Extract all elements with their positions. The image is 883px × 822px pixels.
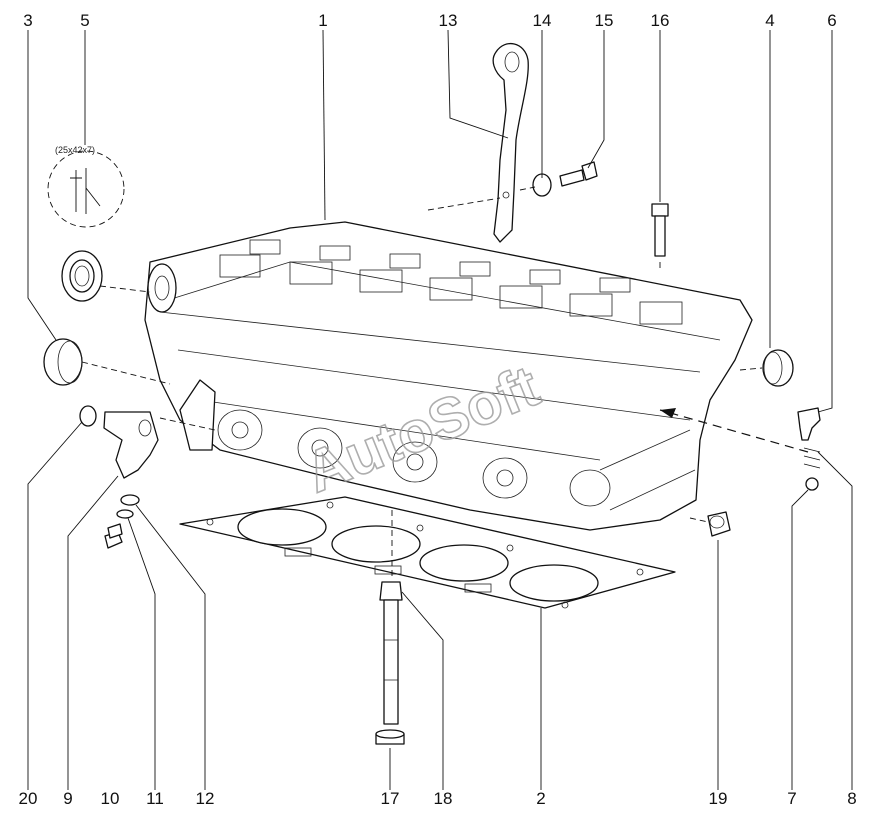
callout-17: 17: [381, 789, 400, 808]
callout-8: 8: [847, 789, 856, 808]
callout-2: 2: [536, 789, 545, 808]
callout-10: 10: [101, 789, 120, 808]
bolt-15: [559, 161, 598, 187]
cylinder-head: [144, 221, 753, 531]
spring-8: [803, 447, 821, 491]
leader-lines: [27, 29, 853, 790]
callout-12: 12: [196, 789, 215, 808]
callout-11: 11: [146, 789, 164, 808]
callout-13: 13: [439, 11, 458, 30]
o-ring-20: [79, 405, 97, 427]
callout-3: 3: [23, 11, 32, 30]
washer-12: [120, 494, 140, 506]
callout-15: 15: [595, 11, 614, 30]
callout-20: 20: [19, 789, 38, 808]
bolt-16: [651, 203, 669, 257]
callout-1: 1: [318, 11, 327, 30]
callout-19: 19: [709, 789, 728, 808]
washer-17: [375, 729, 405, 745]
seal-detail-bubble: (25x42x7): [47, 145, 125, 228]
callout-4: 4: [765, 11, 774, 30]
head-bolt-18: [379, 581, 403, 725]
plug-19: [707, 511, 731, 537]
bolt-10: [104, 523, 123, 549]
lifting-bracket-13: [492, 42, 529, 243]
assembly-axes: [81, 186, 809, 580]
callout-9: 9: [63, 789, 72, 808]
callout-14: 14: [533, 11, 552, 30]
callout-7: 7: [787, 789, 796, 808]
plug-3: [43, 338, 83, 386]
plug-4: [762, 349, 794, 387]
callout-5: 5: [80, 11, 89, 30]
oil-seal-5: [61, 250, 103, 302]
callout-16: 16: [651, 11, 670, 30]
coolant-outlet-9: [103, 411, 159, 479]
valve-6: [797, 407, 821, 441]
callout-18: 18: [434, 789, 453, 808]
callout-labels: 1 2 3 4 5 6 7 8 9 10 11 12 13 14 15 16 1…: [19, 11, 857, 808]
callout-6: 6: [827, 11, 836, 30]
head-gasket: [179, 496, 676, 609]
washer-11: [116, 509, 134, 519]
seal-size-note: (25x42x7): [55, 145, 95, 155]
